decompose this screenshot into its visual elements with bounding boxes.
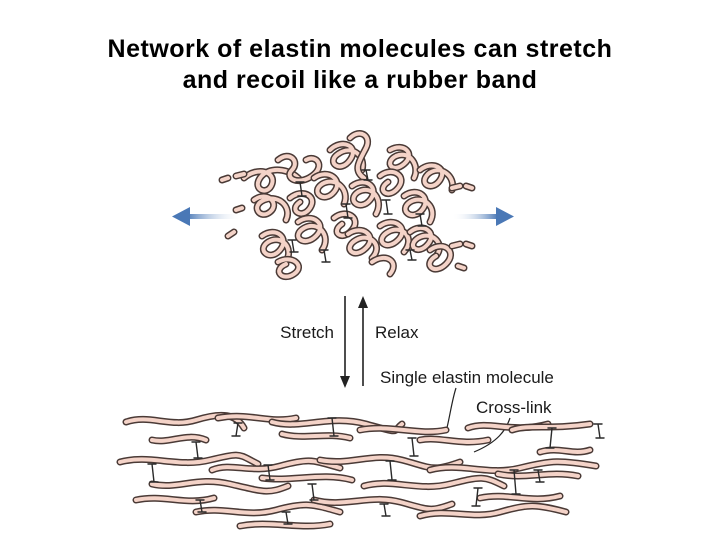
stretched-cross-links (147, 417, 605, 525)
coiled-strand-23 (448, 182, 476, 192)
stretched-strand-16 (258, 473, 356, 484)
stretched-cross-link-2 (327, 417, 339, 437)
slide-title-line-1: Network of elastin molecules can stretch (107, 35, 613, 63)
stretched-strand-24 (236, 520, 334, 530)
stretched-cross-link-5 (407, 437, 419, 457)
relaxed-cross-link-6 (415, 213, 427, 227)
coiled-strand-24 (232, 204, 246, 214)
relaxed-cross-link-5 (287, 239, 299, 253)
coiled-strand-25 (448, 240, 476, 250)
relaxed-cross-link-2 (341, 203, 353, 219)
stretch-arrow-down (340, 296, 350, 388)
relaxed-cross-link-1 (295, 181, 307, 197)
stretched-strand-21 (310, 495, 456, 513)
stretched-strand-4 (356, 424, 450, 436)
stretched-strand-9 (416, 435, 492, 446)
coiled-strand-27 (454, 262, 468, 272)
relax-label: Relax (375, 323, 419, 342)
single-elastin-molecule-label: Single elastin molecule (380, 368, 554, 387)
coiled-strand-1 (240, 166, 304, 194)
coiled-strand-13 (258, 228, 293, 266)
stretched-strand-14 (536, 446, 594, 456)
coiled-strand-4 (346, 130, 371, 182)
slide-title-line-2: and recoil like a rubber band (182, 66, 538, 94)
stretched-cross-link-8 (533, 469, 545, 483)
relaxed-network (218, 130, 476, 281)
coiled-strand-2 (274, 152, 323, 185)
relaxed-cross-link-4 (319, 249, 331, 263)
stretched-strand-22 (416, 502, 570, 520)
stretched-strand-23 (476, 492, 564, 503)
relaxed-cross-link-7 (361, 169, 373, 181)
cross-link-leader-line (473, 417, 511, 453)
molecule-leader-line (445, 387, 457, 433)
coiled-strand-14 (294, 214, 329, 254)
coiled-strand-18 (406, 224, 443, 260)
cross-link-label: Cross-link (476, 398, 552, 417)
stretched-strand-2 (214, 412, 300, 424)
stretched-cross-link-16 (281, 511, 293, 525)
relaxed-cross-links (287, 169, 427, 263)
stretched-cross-link-9 (307, 483, 319, 501)
coiled-strand-8 (286, 190, 316, 217)
coiled-strand-11 (376, 168, 405, 197)
stretch-direction-arrow-right (452, 207, 514, 226)
stretched-strand-8 (278, 430, 354, 442)
stretched-strand-20 (192, 501, 344, 517)
stretched-cross-link-1 (231, 422, 243, 437)
stretched-strand-17 (360, 474, 508, 491)
coiled-strand-7 (250, 193, 291, 224)
stretched-cross-link-15 (509, 469, 521, 495)
stretched-strand-7 (148, 433, 210, 445)
coiled-strand-19 (274, 255, 302, 281)
stretched-cross-link-6 (263, 464, 275, 481)
coiled-strand-5 (386, 143, 420, 182)
coiled-strand-9 (310, 170, 349, 208)
coiled-strand-10 (348, 178, 383, 218)
stretched-cross-link-4 (191, 441, 203, 459)
coiled-strand-17 (376, 218, 412, 256)
coiled-strand-20 (368, 254, 397, 278)
stretched-cross-link-14 (147, 463, 159, 483)
coiled-strand-22 (218, 170, 248, 184)
stretched-cross-link-10 (195, 499, 207, 513)
slide-title: Network of elastin molecules can stretch… (0, 34, 720, 96)
stretched-cross-link-11 (471, 487, 483, 507)
stretched-cross-link-13 (593, 423, 605, 439)
stretched-strand-6 (508, 420, 594, 434)
stretched-strand-10 (116, 451, 262, 468)
relax-arrow-up (358, 296, 368, 386)
stretched-network (116, 411, 605, 530)
relaxed-cross-link-8 (405, 249, 417, 261)
stretched-elastin-strands (116, 411, 600, 530)
stretched-cross-link-3 (545, 427, 557, 449)
coiled-strand-16 (344, 226, 380, 262)
stretched-cross-link-12 (379, 503, 391, 517)
stretched-strand-15 (148, 478, 292, 495)
coiled-elastin-strands (218, 130, 476, 281)
coiled-strand-12 (400, 188, 436, 226)
stretched-strand-19 (132, 494, 218, 505)
coiled-strand-21 (426, 242, 454, 273)
stretched-strand-18 (494, 470, 582, 480)
stretched-cross-link-7 (385, 460, 397, 481)
stretched-strand-13 (426, 458, 600, 475)
stretch-direction-arrow-left (172, 207, 242, 226)
relaxed-cross-link-3 (381, 199, 393, 215)
stretch-label: Stretch (280, 323, 334, 342)
coiled-strand-26 (224, 228, 238, 240)
coiled-strand-6 (416, 162, 457, 194)
coiled-strand-3 (326, 140, 367, 174)
